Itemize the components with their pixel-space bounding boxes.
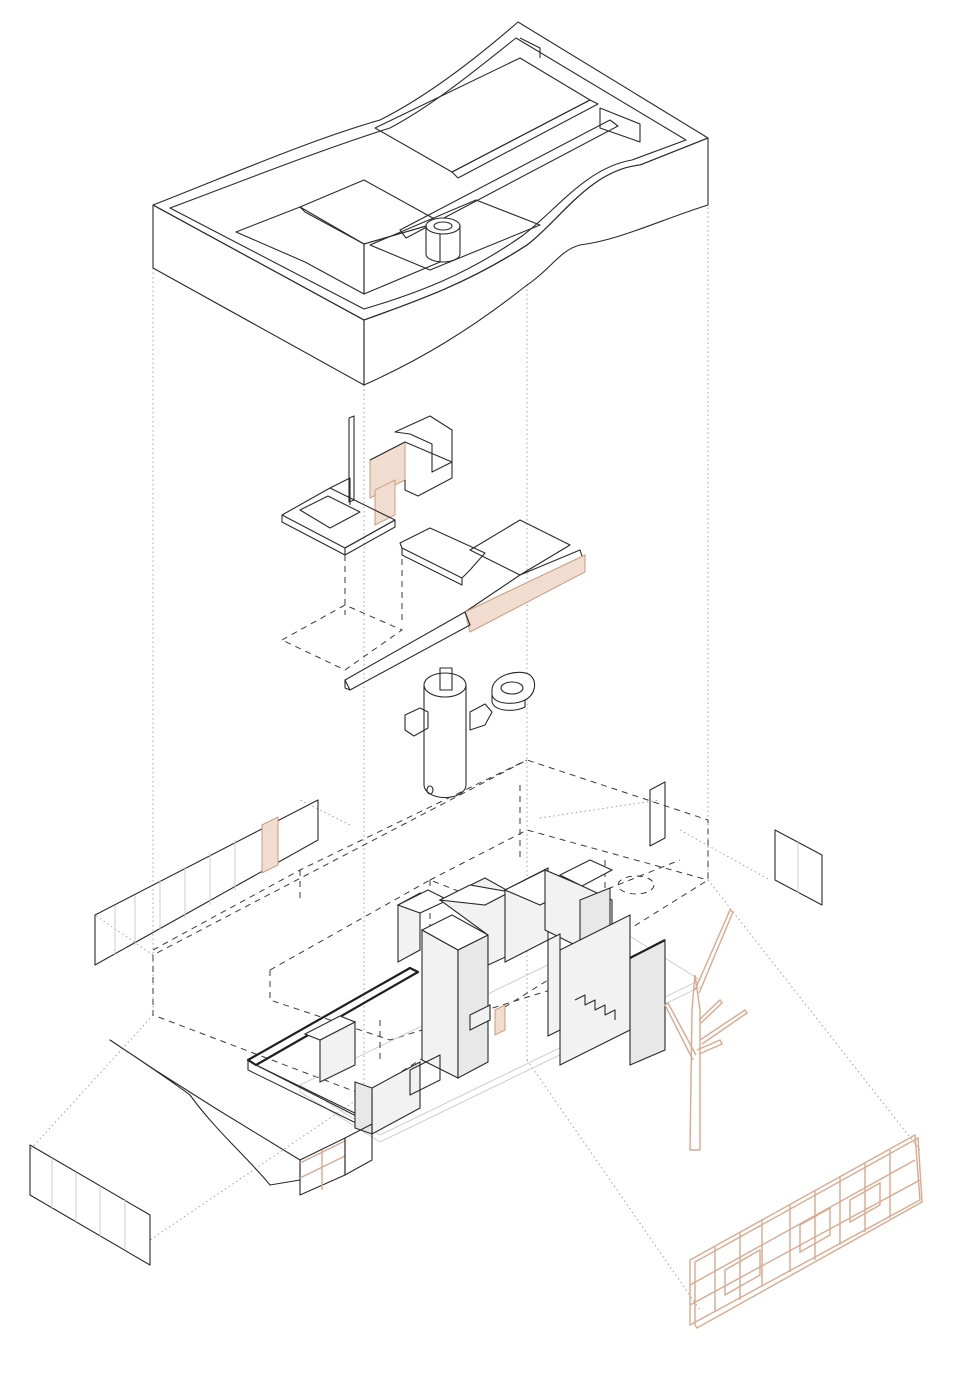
roof-volume-icon <box>152 21 709 386</box>
terrain-entry-icon <box>109 1039 373 1196</box>
upper-floor-slab-icon <box>280 415 453 671</box>
cylindrical-core-icon <box>404 667 493 799</box>
ground-floor-walls-icon <box>246 859 701 1143</box>
basin-icon <box>491 671 536 711</box>
projection-lines <box>29 140 921 1311</box>
timber-frame-icon <box>689 1133 923 1329</box>
tree-icon <box>664 908 748 1151</box>
facade-panel-icon <box>29 781 823 1266</box>
ramp-icon <box>344 519 586 691</box>
